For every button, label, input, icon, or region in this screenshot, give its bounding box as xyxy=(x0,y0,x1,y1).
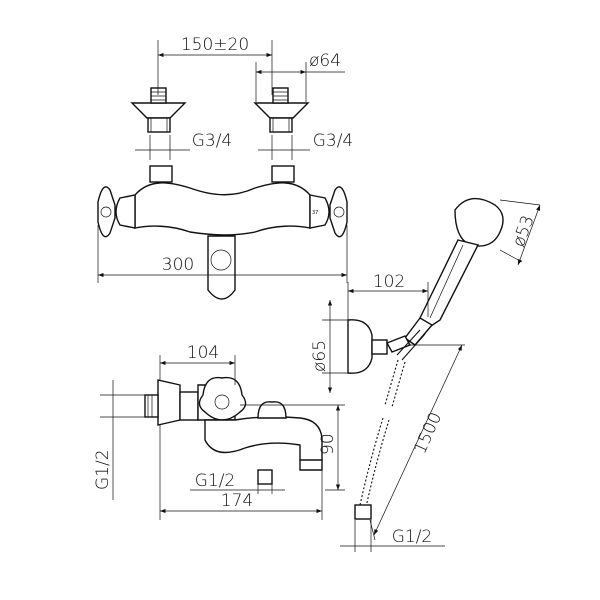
shower-hose xyxy=(354,417,390,520)
dim-label-150: 150±20 xyxy=(181,35,249,55)
body-marking: 37 xyxy=(312,210,318,216)
dim-hose-length: 1500 xyxy=(369,344,465,541)
dim-holder-projection: 102 xyxy=(347,272,429,322)
dim-hose-thread: G1/2 xyxy=(340,520,445,552)
dim-g34: G3/4 G3/4 xyxy=(135,131,353,160)
dim-overall-width: 300 xyxy=(97,225,348,283)
dim-label-g12-side: G1/2 xyxy=(93,449,113,490)
dim-label-g12-spout: G1/2 xyxy=(195,471,236,491)
dim-label-d64: ø64 xyxy=(309,51,341,71)
dim-spout-height: 90 xyxy=(240,404,345,491)
dim-label-d53: ø53 xyxy=(509,213,539,250)
dim-label-g34-left: G3/4 xyxy=(192,131,233,151)
dim-handshower-diameter: ø53 xyxy=(499,199,541,266)
dim-escutcheon: ø64 xyxy=(255,51,345,102)
dim-label-174: 174 xyxy=(221,491,253,511)
dim-inlet-spacing: 150±20 xyxy=(157,35,273,95)
dim-label-104: 104 xyxy=(187,343,219,363)
hand-shower xyxy=(404,197,504,346)
dim-side-depth: 104 xyxy=(159,343,236,385)
dim-label-102: 102 xyxy=(373,272,405,292)
dim-label-1500: 1500 xyxy=(410,409,446,457)
dim-spout-outlet-thread: G1/2 xyxy=(190,471,285,494)
mixer-body-front: 37 xyxy=(97,165,348,300)
dim-label-90: 90 xyxy=(318,433,338,455)
mixer-side-view xyxy=(144,376,323,485)
dim-label-d65: ø65 xyxy=(310,340,330,372)
dim-holder-diameter: ø65 xyxy=(310,300,352,393)
inlet-eccentric-right xyxy=(253,87,310,133)
dim-label-g34-right: G3/4 xyxy=(313,131,354,151)
dim-label-g12-hose: G1/2 xyxy=(392,527,433,547)
dim-label-300: 300 xyxy=(162,255,194,275)
dim-spout-projection: 174 xyxy=(159,425,323,520)
dim-side-inlet-thread: G1/2 xyxy=(93,380,145,500)
inlet-eccentric-left xyxy=(130,87,187,133)
